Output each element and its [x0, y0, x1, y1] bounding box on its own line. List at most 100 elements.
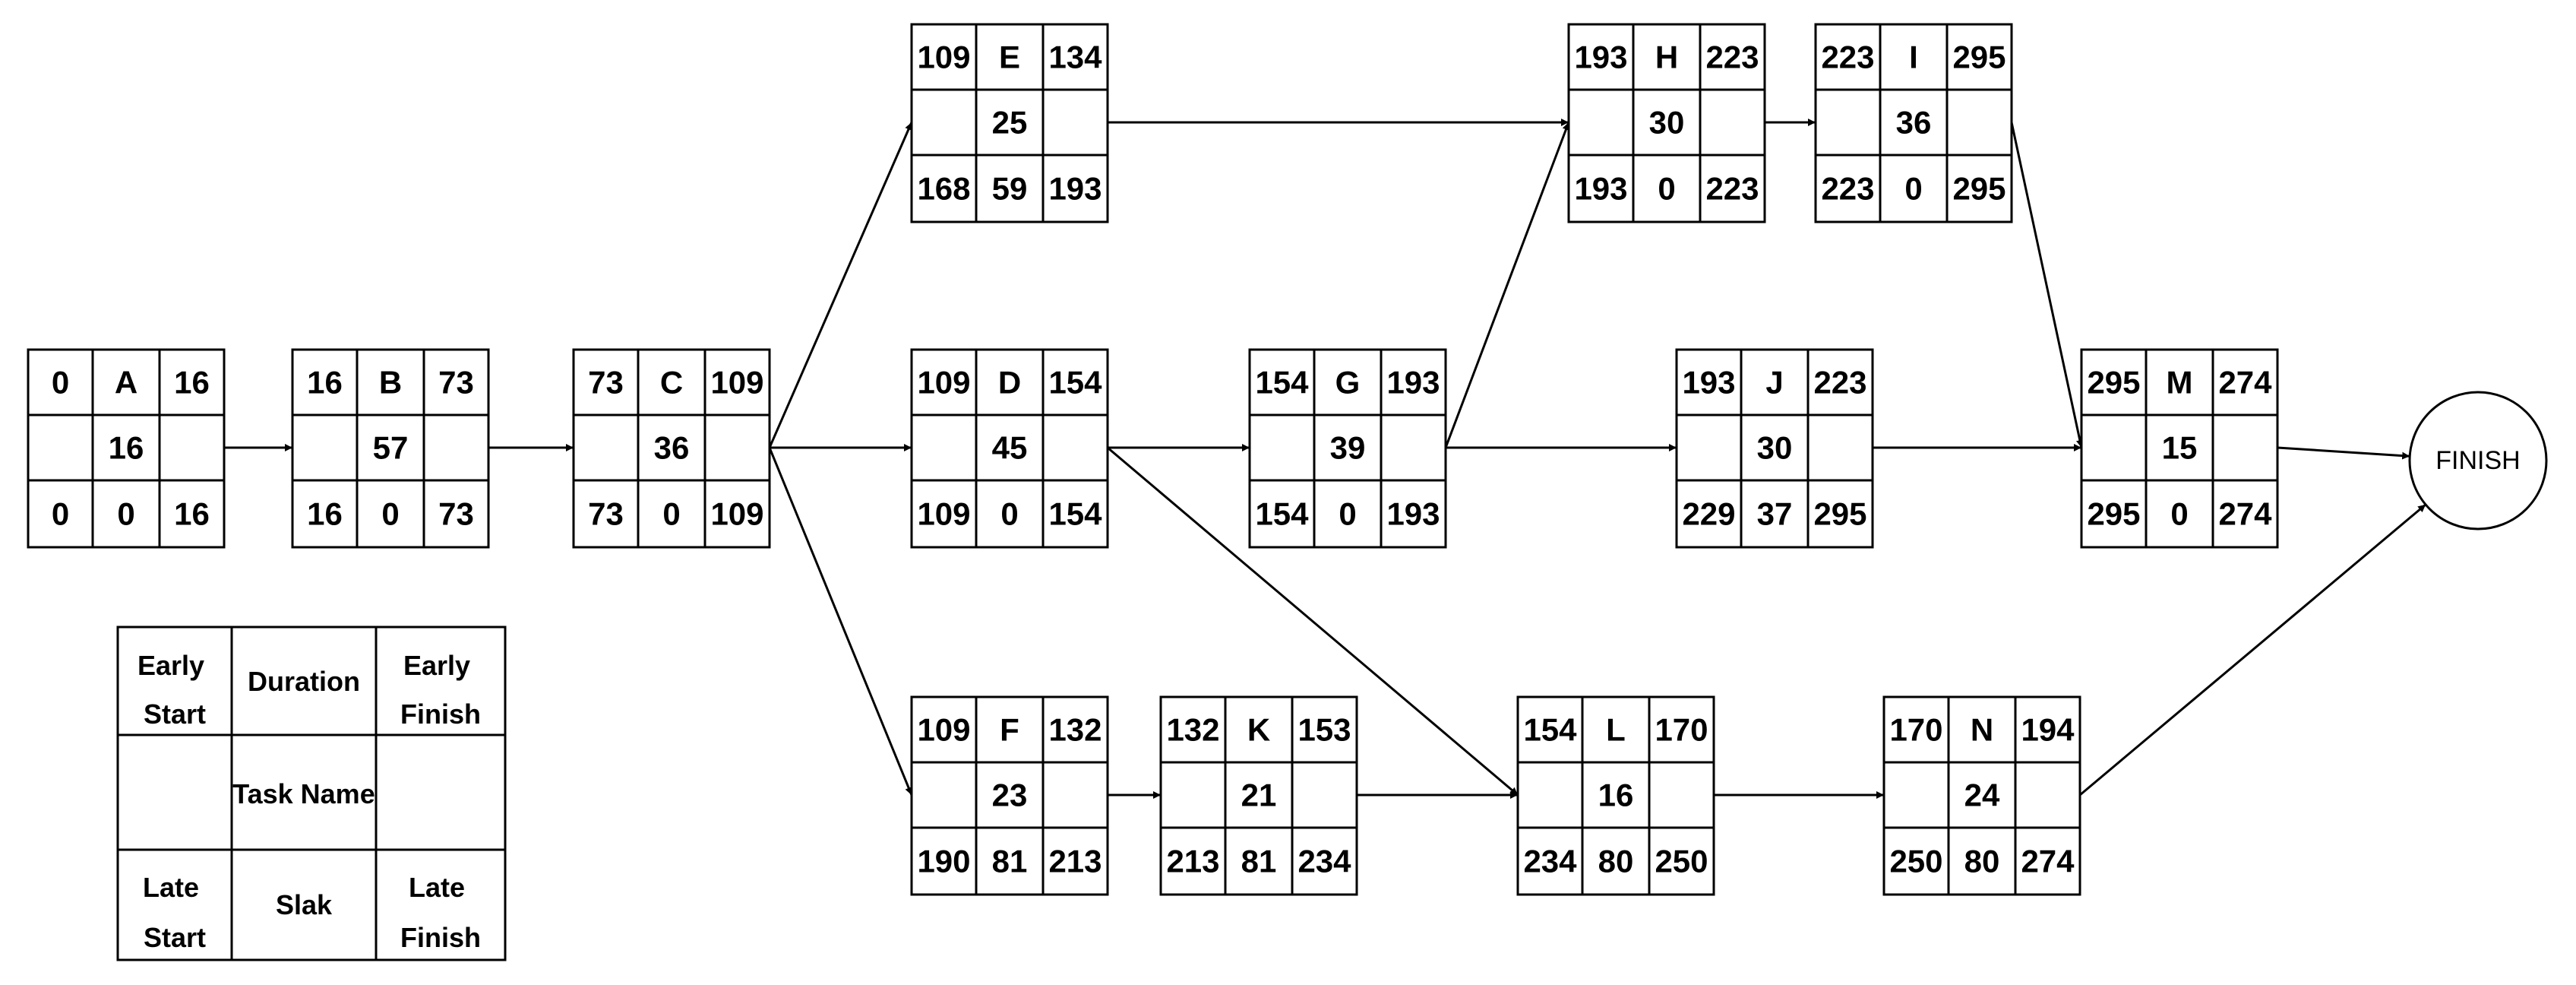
- task-h-late-start: 193: [1574, 171, 1627, 207]
- task-c-task-name: C: [660, 365, 683, 401]
- task-l-slack: 80: [1598, 844, 1634, 879]
- task-h-task-name: H: [1655, 40, 1678, 75]
- edge-c-to-e: [768, 122, 913, 448]
- task-e-early-start: 109: [917, 40, 970, 75]
- finish-circle: [2408, 391, 2548, 531]
- task-e-duration: 25: [992, 105, 1028, 141]
- task-f-late-start: 190: [917, 844, 970, 879]
- task-j-late-finish: 295: [1813, 496, 1866, 532]
- legend-line: Finish: [400, 698, 481, 730]
- task-l-duration: 16: [1598, 778, 1634, 813]
- task-h-late-finish: 223: [1705, 171, 1759, 207]
- task-node-border: [1567, 23, 1766, 223]
- task-node-border: [1814, 23, 2013, 223]
- task-node-border: [1675, 348, 1874, 549]
- task-d-duration: 45: [992, 430, 1028, 466]
- task-c-late-finish: 109: [710, 496, 763, 532]
- task-node-border: [910, 695, 1109, 896]
- legend-duration: Duration: [248, 666, 360, 697]
- task-m-early-finish: 274: [2218, 365, 2272, 401]
- task-e-late-start: 168: [917, 171, 970, 207]
- task-i-early-start: 223: [1821, 40, 1874, 75]
- task-a-slack: 0: [117, 496, 134, 532]
- legend-task-name: Task Name: [232, 778, 375, 809]
- task-j-early-finish: 223: [1813, 365, 1866, 401]
- task-i-late-start: 223: [1821, 171, 1874, 207]
- task-g-early-finish: 193: [1386, 365, 1440, 401]
- task-d-task-name: D: [998, 365, 1021, 401]
- task-f-task-name: F: [1000, 712, 1019, 748]
- finish-label: FINISH: [2435, 446, 2520, 475]
- legend-line: Slak: [276, 889, 333, 920]
- task-c-slack: 0: [662, 496, 680, 532]
- task-b-task-name: B: [379, 365, 402, 401]
- task-c-duration: 36: [654, 430, 690, 466]
- task-j-slack: 37: [1757, 496, 1793, 532]
- task-d-early-finish: 154: [1048, 365, 1102, 401]
- task-node-border: [910, 23, 1109, 223]
- task-j-late-start: 229: [1682, 496, 1735, 532]
- task-g-task-name: G: [1335, 365, 1361, 401]
- task-f-duration: 23: [992, 778, 1028, 813]
- task-k-early-start: 132: [1166, 712, 1219, 748]
- task-c-early-start: 73: [588, 365, 624, 401]
- task-k-early-finish: 153: [1297, 712, 1351, 748]
- task-b-late-start: 16: [307, 496, 343, 532]
- task-node-border: [291, 348, 490, 549]
- task-l-late-finish: 250: [1655, 844, 1708, 879]
- task-k-late-start: 213: [1166, 844, 1219, 879]
- task-g-late-finish: 193: [1386, 496, 1440, 532]
- task-m-late-finish: 274: [2218, 496, 2272, 532]
- task-i-task-name: I: [1909, 40, 1918, 75]
- task-g-late-start: 154: [1255, 496, 1309, 532]
- task-b-duration: 57: [373, 430, 409, 466]
- task-n-early-start: 170: [1889, 712, 1942, 748]
- task-node-border: [1516, 695, 1715, 896]
- task-h-early-start: 193: [1574, 40, 1627, 75]
- task-b-slack: 0: [381, 496, 399, 532]
- legend-line: Early: [137, 650, 204, 681]
- task-g-duration: 39: [1330, 430, 1366, 466]
- task-e-late-finish: 193: [1048, 171, 1102, 207]
- task-m-duration: 15: [2162, 430, 2198, 466]
- task-node-border: [27, 348, 226, 549]
- legend-late-finish: Late Finish: [400, 872, 481, 953]
- task-f-slack: 81: [992, 844, 1028, 879]
- task-l-late-start: 234: [1523, 844, 1577, 879]
- task-m-late-start: 295: [2087, 496, 2140, 532]
- task-n-late-finish: 274: [2021, 844, 2075, 879]
- task-l-early-start: 154: [1523, 712, 1577, 748]
- task-d-late-start: 109: [917, 496, 970, 532]
- task-k-late-finish: 234: [1297, 844, 1351, 879]
- task-b-early-finish: 73: [438, 365, 474, 401]
- task-m-early-start: 295: [2087, 365, 2140, 401]
- edges-layer: [224, 119, 2427, 799]
- edge-n-to-finish: [2079, 503, 2427, 797]
- legend-line: Start: [144, 922, 206, 953]
- task-k-task-name: K: [1247, 712, 1270, 748]
- legend-early-start: Early Start: [137, 650, 212, 730]
- task-node-border: [1882, 695, 2081, 896]
- edge-g-to-h: [1444, 122, 1570, 448]
- legend-line: Task Name: [232, 778, 375, 809]
- task-g-slack: 0: [1339, 496, 1356, 532]
- legend: Early Start Duration Early Finish Task N…: [116, 626, 507, 961]
- task-b-early-start: 16: [307, 365, 343, 401]
- task-e-task-name: E: [999, 40, 1020, 75]
- task-h-slack: 0: [1658, 171, 1675, 207]
- task-a-late-start: 0: [52, 496, 69, 532]
- task-c-late-start: 73: [588, 496, 624, 532]
- task-n-task-name: N: [1971, 712, 1993, 748]
- task-l-task-name: L: [1606, 712, 1626, 748]
- task-f-early-start: 109: [917, 712, 970, 748]
